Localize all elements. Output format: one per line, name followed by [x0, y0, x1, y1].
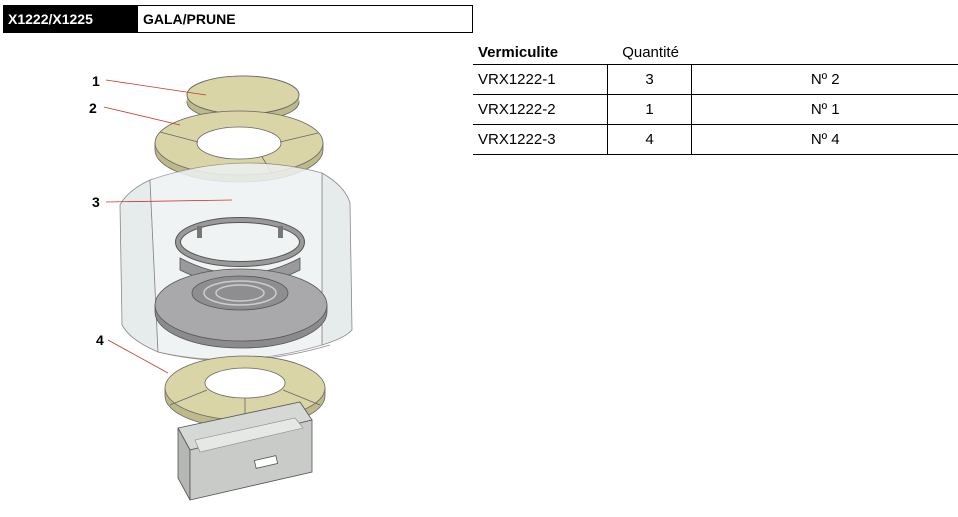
part-qty: 4 — [606, 124, 693, 155]
callout-2: 2 — [89, 100, 181, 126]
part-ref: VRX1222-3 — [473, 124, 608, 155]
model-code: X1222/X1225 — [4, 6, 138, 32]
callout-4: 4 — [96, 332, 169, 374]
callout-label: 2 — [89, 100, 97, 116]
part-1-top-disc — [186, 75, 300, 122]
table-header-row: Vermiculite Quantité — [473, 40, 958, 65]
callout-label: 1 — [92, 73, 100, 89]
callout-label: 4 — [96, 332, 104, 348]
header-vermiculite: Vermiculite — [478, 43, 559, 61]
ash-pan — [177, 401, 313, 501]
callout-label: 3 — [92, 194, 100, 210]
leader-line — [107, 339, 169, 374]
model-name: GALA/PRUNE — [143, 11, 236, 27]
table-row: VRX1222-1 3 Nº 2 — [473, 64, 958, 95]
part-qty: 1 — [606, 94, 693, 125]
part-2-top-ring — [154, 110, 324, 183]
part-qty: 3 — [606, 64, 693, 95]
part-number: Nº 4 — [691, 124, 958, 155]
part-ref: VRX1222-2 — [473, 94, 608, 125]
leader-line — [105, 199, 233, 203]
base-plate — [154, 268, 328, 349]
part-number: Nº 1 — [691, 94, 958, 125]
table-row: VRX1222-3 4 Nº 4 — [473, 124, 958, 155]
parts-table: Vermiculite Quantité VRX1222-1 3 Nº 2 VR… — [473, 40, 958, 155]
leader-line — [105, 79, 207, 96]
header-number — [692, 40, 958, 65]
part-ref: VRX1222-1 — [473, 64, 608, 95]
leader-line — [103, 106, 181, 126]
callout-3: 3 — [92, 194, 233, 210]
table-row: VRX1222-2 1 Nº 1 — [473, 94, 958, 125]
title-bar: X1222/X1225 GALA/PRUNE — [3, 5, 473, 33]
exploded-stove-diagram: 1 2 3 4 — [89, 73, 353, 501]
callout-1: 1 — [92, 73, 207, 96]
header-quantite: Quantité — [622, 43, 679, 61]
part-number: Nº 2 — [691, 64, 958, 95]
